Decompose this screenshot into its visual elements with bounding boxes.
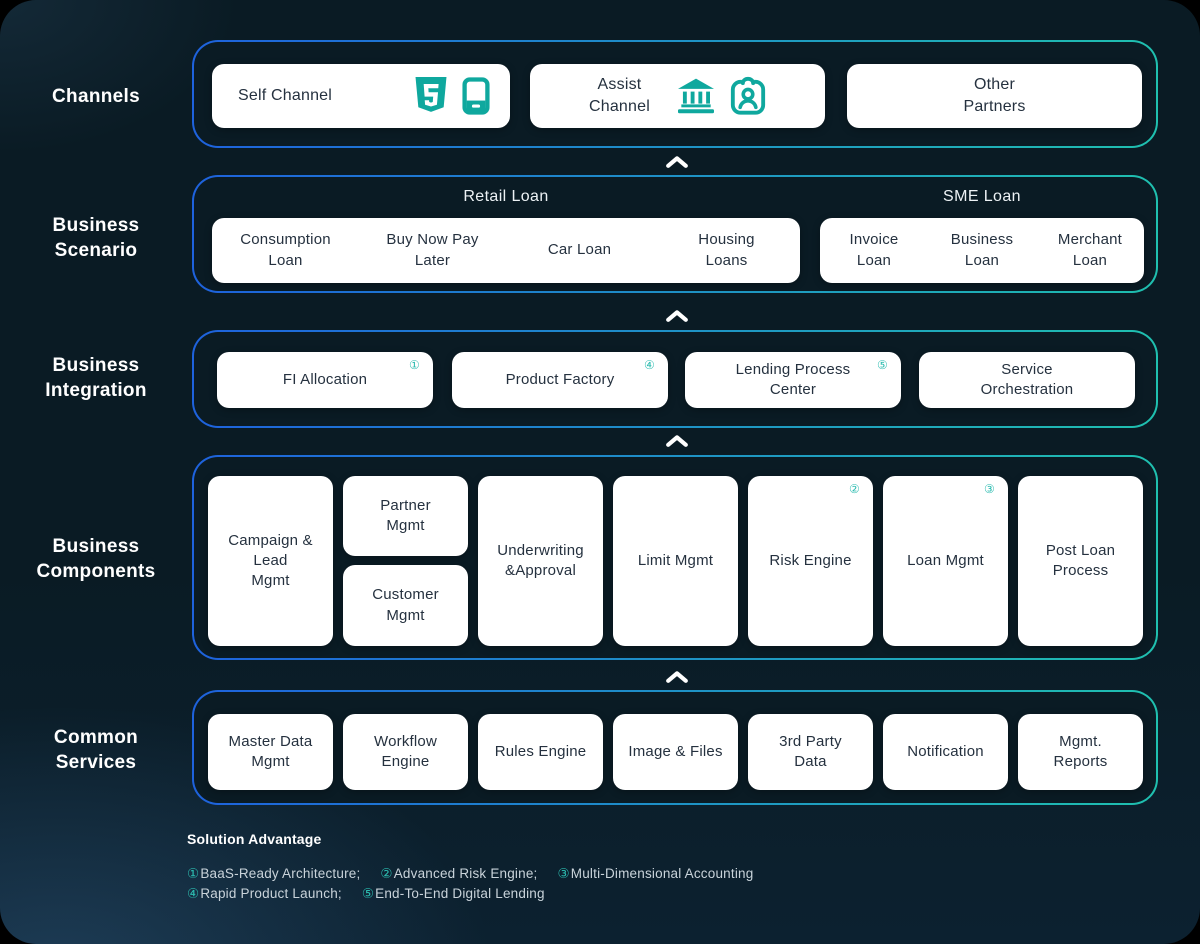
- advantage-item: ①BaaS-Ready Architecture;: [187, 866, 361, 881]
- assist-channel-label: Assist Channel: [588, 76, 650, 115]
- scenario-item: Car Loan: [547, 241, 612, 259]
- solution-advantage-line-1: ①BaaS-Ready Architecture; ②Advanced Risk…: [187, 864, 769, 884]
- sme-loan-title: SME Loan: [943, 188, 1021, 205]
- scenario-item: Housing Loans: [698, 231, 755, 269]
- scenario-item: Buy Now Pay Later: [386, 231, 479, 269]
- tier-label-business-integration: Business Integration: [45, 355, 147, 401]
- third-party-data-box: 3rd Party Data: [748, 714, 873, 790]
- rules-engine-label: Rules Engine: [494, 742, 587, 760]
- advantage-item: ④Rapid Product Launch;: [187, 886, 342, 901]
- badge-4: ④: [644, 358, 655, 372]
- risk-engine-label: Risk Engine: [769, 551, 852, 569]
- common-services-tier: Master Data Mgmt Workflow Engine Rules E…: [192, 690, 1158, 805]
- post-loan-process-box: Post Loan Process: [1018, 476, 1143, 646]
- badge-2: ②: [849, 482, 860, 496]
- post-loan-process-label: Post Loan Process: [1045, 541, 1116, 579]
- lending-process-center-label: Lending Process Center: [735, 360, 851, 398]
- html5-icon: [414, 77, 448, 115]
- other-partners-label: Other Partners: [963, 76, 1026, 115]
- tier-label-channels: Channels: [52, 86, 140, 107]
- bank-icon: [676, 78, 716, 114]
- tier-label-business-scenario: Business Scenario: [52, 215, 140, 261]
- self-channel-box: Self Channel: [212, 64, 510, 128]
- business-scenario-tier: Retail Loan Consumption Loan Buy Now Pay…: [192, 175, 1158, 293]
- underwriting-approval-box: Underwriting &Approval: [478, 476, 603, 646]
- mobile-icon: [462, 77, 490, 115]
- service-orchestration-label: Service Orchestration: [980, 360, 1074, 398]
- partner-mgmt-box: Partner Mgmt: [343, 476, 468, 556]
- other-partners-box: Other Partners: [847, 64, 1142, 128]
- sme-loan-box: Invoice Loan Business Loan Merchant Loan: [820, 218, 1144, 283]
- risk-engine-box: ② Risk Engine: [748, 476, 873, 646]
- fi-allocation-label: FI Allocation: [282, 370, 368, 388]
- notification-label: Notification: [907, 742, 984, 760]
- customer-mgmt-label: Customer Mgmt: [372, 586, 439, 624]
- badge-3: ③: [984, 482, 995, 496]
- lending-process-center-box: ⑤ Lending Process Center: [685, 352, 901, 408]
- advantage-item: ③Multi-Dimensional Accounting: [557, 866, 754, 881]
- assist-channel-box: Assist Channel: [530, 64, 825, 128]
- rules-engine-box: Rules Engine: [478, 714, 603, 790]
- master-data-mgmt-label: Master Data Mgmt: [228, 732, 313, 770]
- retail-loan-title: Retail Loan: [463, 188, 549, 205]
- master-data-mgmt-box: Master Data Mgmt: [208, 714, 333, 790]
- loan-mgmt-label: Loan Mgmt: [907, 551, 984, 569]
- chevron-up-icon: [666, 671, 688, 683]
- product-factory-label: Product Factory: [505, 370, 615, 388]
- advantage-item: ⑤End-To-End Digital Lending: [361, 886, 545, 901]
- solution-advantage-line-2: ④Rapid Product Launch; ⑤End-To-End Digit…: [187, 884, 561, 904]
- mgmt-reports-label: Mgmt. Reports: [1053, 732, 1108, 770]
- scenario-item: Merchant Loan: [1057, 231, 1123, 269]
- loan-mgmt-box: ③ Loan Mgmt: [883, 476, 1008, 646]
- tier-label-business-components: Business Components: [36, 536, 156, 582]
- business-integration-tier: ① FI Allocation ④ Product Factory ⑤ Lend…: [192, 330, 1158, 428]
- notification-box: Notification: [883, 714, 1008, 790]
- customer-mgmt-box: Customer Mgmt: [343, 565, 468, 646]
- scenario-item: Business Loan: [950, 231, 1014, 269]
- limit-mgmt-label: Limit Mgmt: [637, 551, 714, 569]
- campaign-lead-mgmt-box: Campaign & Lead Mgmt: [208, 476, 333, 646]
- image-files-label: Image & Files: [628, 742, 723, 760]
- partner-mgmt-label: Partner Mgmt: [380, 496, 431, 534]
- image-files-box: Image & Files: [613, 714, 738, 790]
- service-orchestration-box: Service Orchestration: [919, 352, 1135, 408]
- workflow-engine-box: Workflow Engine: [343, 714, 468, 790]
- workflow-engine-label: Workflow Engine: [374, 732, 437, 770]
- self-channel-label: Self Channel: [238, 87, 333, 105]
- channels-tier: Self Channel Assist Chann: [192, 40, 1158, 148]
- tier-label-common-services: Common Services: [53, 727, 139, 773]
- solution-advantage-heading: Solution Advantage: [187, 831, 322, 847]
- scenario-item: Invoice Loan: [849, 231, 899, 269]
- mgmt-reports-box: Mgmt. Reports: [1018, 714, 1143, 790]
- scenario-item: Consumption Loan: [240, 231, 331, 269]
- badge-5: ⑤: [877, 358, 888, 372]
- limit-mgmt-box: Limit Mgmt: [613, 476, 738, 646]
- retail-loan-box: Consumption Loan Buy Now Pay Later Car L…: [212, 218, 800, 283]
- badge-1: ①: [409, 358, 420, 372]
- id-badge-icon: [730, 76, 766, 116]
- fi-allocation-box: ① FI Allocation: [217, 352, 433, 408]
- chevron-up-icon: [666, 156, 688, 168]
- chevron-up-icon: [666, 310, 688, 322]
- chevron-up-icon: [666, 435, 688, 447]
- product-factory-box: ④ Product Factory: [452, 352, 668, 408]
- business-components-tier: Campaign & Lead Mgmt Partner Mgmt Custom…: [192, 455, 1158, 660]
- third-party-data-label: 3rd Party Data: [779, 732, 842, 770]
- advantage-item: ②Advanced Risk Engine;: [380, 866, 538, 881]
- campaign-lead-mgmt-label: Campaign & Lead Mgmt: [228, 531, 313, 590]
- underwriting-approval-label: Underwriting &Approval: [497, 541, 584, 579]
